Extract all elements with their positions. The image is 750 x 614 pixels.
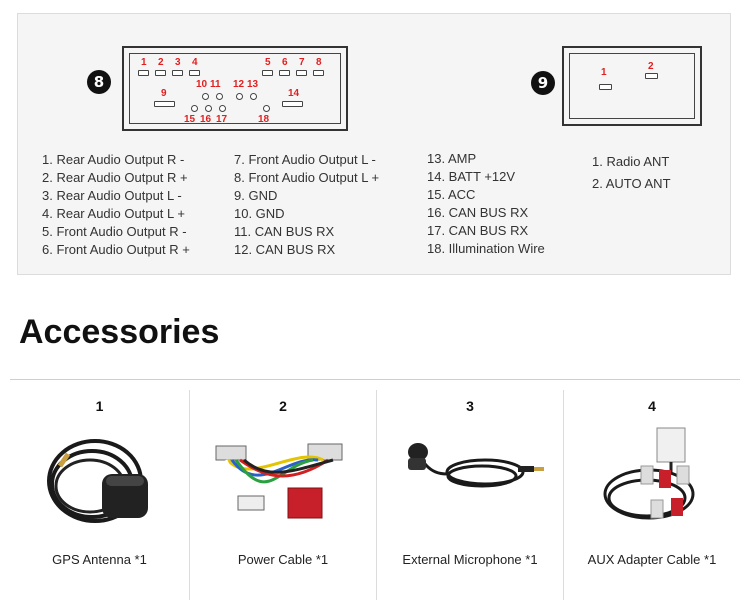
pin-label-11: 11: [210, 79, 221, 90]
main-connector-diagram: 1 2 3 4 5 6 7 8 10 11 12 13 9 14: [122, 46, 348, 131]
column-divider: [189, 390, 190, 600]
pin-desc: 10. GND: [234, 206, 285, 221]
pin-label-10: 10: [196, 79, 208, 90]
pin-desc: 15. ACC: [427, 187, 476, 202]
pin-desc: 2. Rear Audio Output R +: [42, 170, 188, 185]
pin-desc: 1. Rear Audio Output R -: [42, 152, 185, 167]
pin-desc: 14. BATT +12V: [427, 169, 516, 184]
accessory-item-power-cable: 2 Power Cable *1: [190, 390, 376, 600]
pin-8: [313, 70, 324, 76]
pin-list-column-2: 7. Front Audio Output L - 8. Front Audio…: [234, 151, 379, 259]
pin-desc: 13. AMP: [427, 151, 477, 166]
column-divider: [563, 390, 564, 600]
pin-label-4: 4: [192, 57, 198, 68]
pin-desc: 5. Front Audio Output R -: [42, 224, 187, 239]
connector-badge-antenna: 9: [531, 71, 555, 95]
pin-13: [250, 93, 257, 100]
pin-3: [172, 70, 183, 76]
pin-9: [154, 101, 175, 107]
pin-4: [189, 70, 200, 76]
accessory-item-gps-antenna: 1 GPS Antenna *1: [10, 390, 189, 600]
pin-label-1: 1: [141, 57, 147, 68]
pin-16: [205, 105, 212, 112]
pin-label-14: 14: [288, 88, 300, 99]
pin-2: [155, 70, 166, 76]
pin-desc: 1. Radio ANT: [592, 154, 670, 169]
pin-label-15: 15: [184, 114, 196, 125]
pin-desc: 18. Illumination Wire: [427, 241, 545, 256]
pin-desc: 4. Rear Audio Output L +: [42, 206, 185, 221]
connector-badge-main: 8: [87, 70, 111, 94]
pin-desc: 8. Front Audio Output L +: [234, 170, 380, 185]
pin-18: [263, 105, 270, 112]
pin-label-9: 9: [161, 88, 167, 99]
pin-label-12: 12: [233, 79, 245, 90]
accessory-item-aux-cable: 4 AUX Adapter Cable *1: [564, 390, 740, 600]
accessory-number: 1: [95, 398, 104, 414]
pin-label-13: 13: [247, 79, 259, 90]
accessories-heading: Accessories: [19, 313, 220, 351]
pin-label-6: 6: [282, 57, 288, 68]
accessory-number: 3: [466, 398, 474, 414]
antenna-connector-inner: [569, 53, 695, 119]
pin-label-16: 16: [200, 114, 212, 125]
accessory-caption: AUX Adapter Cable *1: [587, 552, 717, 567]
pin-desc: 3. Rear Audio Output L -: [42, 188, 182, 203]
pin-10: [202, 93, 209, 100]
pin-list-column-3: 13. AMP 14. BATT +12V 15. ACC 16. CAN BU…: [427, 150, 545, 258]
pin-desc: 2. AUTO ANT: [592, 176, 671, 191]
gps-antenna-icon: [10, 426, 189, 536]
antenna-connector-diagram: 1 2: [562, 46, 702, 126]
pin-desc: 11. CAN BUS RX: [234, 224, 335, 239]
microphone-icon: [377, 426, 563, 536]
wiring-diagram-panel: 8 1 2 3 4 5 6 7 8 10 11 12 13 9 14: [17, 13, 731, 275]
pin-1: [138, 70, 149, 76]
pin-desc: 7. Front Audio Output L -: [234, 152, 376, 167]
pin-label-8: 8: [316, 57, 322, 68]
main-connector-inner: [129, 53, 341, 124]
accessory-caption: GPS Antenna *1: [52, 552, 147, 567]
pin-17: [219, 105, 226, 112]
pin-11: [216, 93, 223, 100]
pin-list-column-4: 1. Radio ANT 2. AUTO ANT: [592, 151, 671, 195]
pin-15: [191, 105, 198, 112]
pin-5: [262, 70, 273, 76]
column-divider: [376, 390, 377, 600]
pin-label-2: 2: [158, 57, 164, 68]
antenna-pin-label-1: 1: [601, 67, 607, 78]
accessory-number: 4: [648, 398, 656, 414]
pin-desc: 6. Front Audio Output R +: [42, 242, 190, 257]
pin-12: [236, 93, 243, 100]
pin-desc: 16. CAN BUS RX: [427, 205, 529, 220]
pin-desc: 9. GND: [234, 188, 278, 203]
accessory-item-microphone: 3 External Microphone *1: [377, 390, 563, 600]
power-cable-icon: [190, 426, 376, 536]
pin-6: [279, 70, 290, 76]
section-divider: [10, 379, 740, 380]
pin-label-3: 3: [175, 57, 181, 68]
aux-cable-icon: [564, 426, 740, 536]
pin-7: [296, 70, 307, 76]
accessory-caption: External Microphone *1: [402, 552, 538, 567]
accessory-caption: Power Cable *1: [237, 552, 329, 567]
accessory-number: 2: [279, 398, 287, 414]
pin-label-18: 18: [258, 114, 270, 125]
pin-desc: 17. CAN BUS RX: [427, 223, 529, 238]
antenna-pin-label-2: 2: [648, 61, 654, 72]
pin-label-5: 5: [265, 57, 271, 68]
antenna-pin-2: [645, 73, 658, 79]
pin-14: [282, 101, 303, 107]
pin-list-column-1: 1. Rear Audio Output R - 2. Rear Audio O…: [42, 151, 190, 259]
pin-label-7: 7: [299, 57, 305, 68]
antenna-pin-1: [599, 84, 612, 90]
pin-desc: 12. CAN BUS RX: [234, 242, 336, 257]
pin-label-17: 17: [216, 114, 228, 125]
